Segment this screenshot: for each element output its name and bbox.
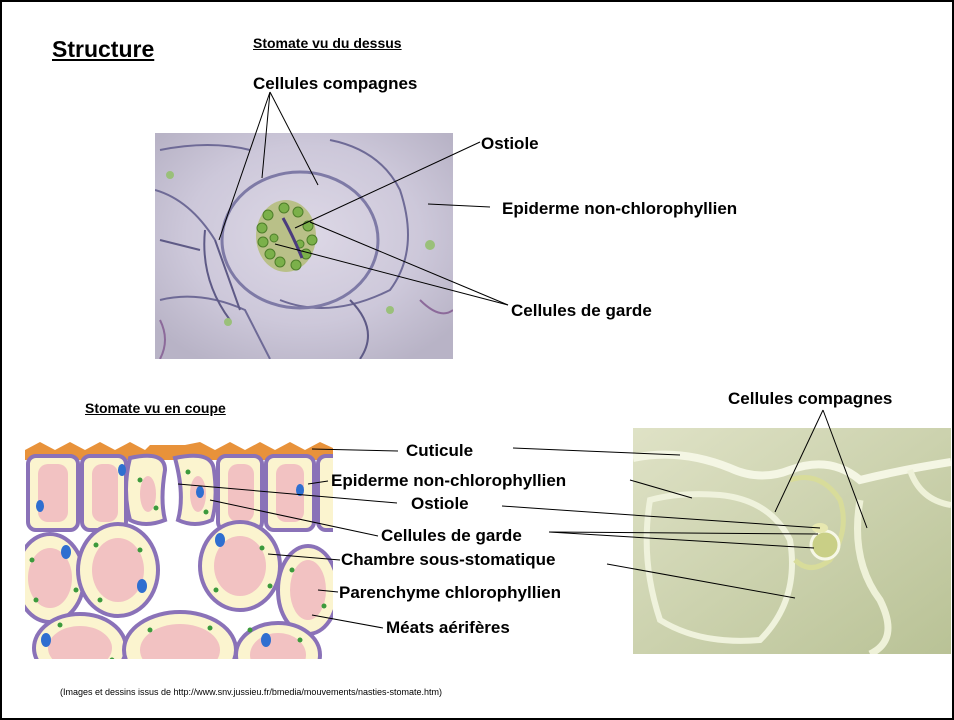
slide-title: Structure — [52, 36, 154, 63]
micrograph-section-view — [633, 428, 951, 654]
label-guard-cells-top: Cellules de garde — [511, 301, 652, 321]
label-epidermis-top: Epiderme non-chlorophyllien — [502, 199, 737, 219]
section-view-heading: Stomate vu en coupe — [85, 400, 226, 416]
label-air-spaces: Méats aérifères — [386, 618, 510, 638]
label-ostiole-top: Ostiole — [481, 134, 539, 154]
section-schematic — [16, 437, 348, 688]
label-companion-cells-section: Cellules compagnes — [728, 389, 892, 409]
label-companion-cells-top: Cellules compagnes — [253, 74, 417, 94]
image-credit: (Images et dessins issus de http://www.s… — [60, 687, 442, 697]
label-parenchyma: Parenchyme chlorophyllien — [339, 583, 561, 603]
label-cuticle: Cuticule — [406, 441, 473, 461]
micrograph-top-view — [155, 133, 453, 359]
label-epidermis-section: Epiderme non-chlorophyllien — [331, 471, 566, 491]
top-view-heading: Stomate vu du dessus — [253, 35, 402, 51]
label-ostiole-section: Ostiole — [411, 494, 469, 514]
label-guard-cells-section: Cellules de garde — [381, 526, 522, 546]
label-substomatal-chamber: Chambre sous-stomatique — [341, 550, 555, 570]
